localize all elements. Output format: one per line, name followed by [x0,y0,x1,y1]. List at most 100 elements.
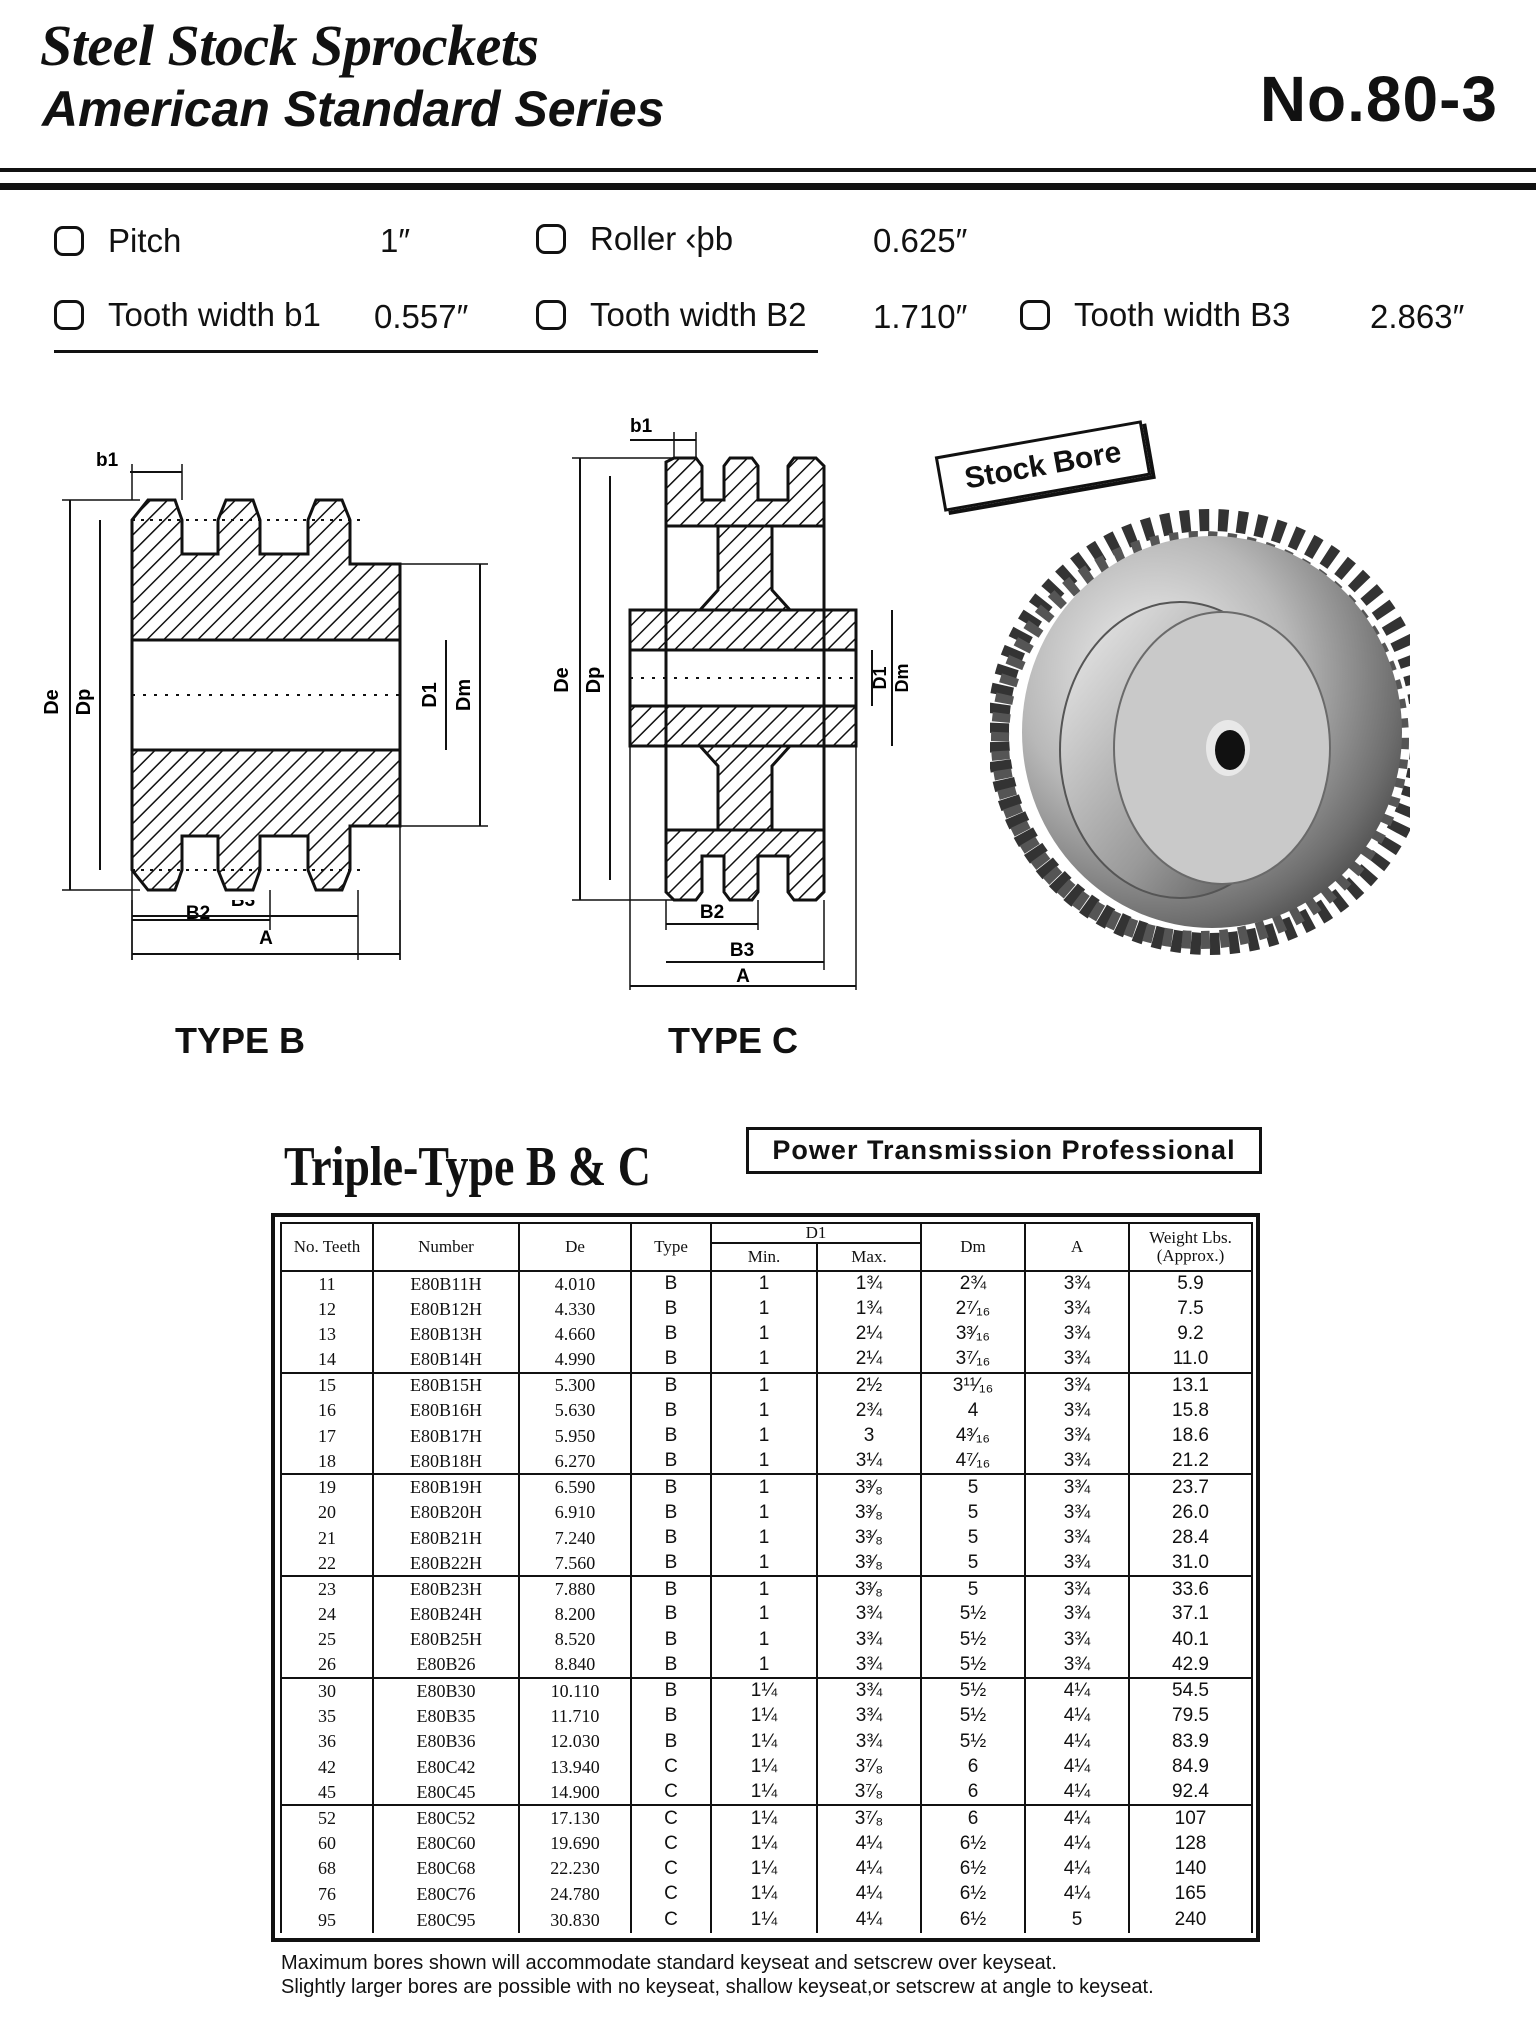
table-cell: 3¾ [816,1601,922,1628]
table-cell: 1¼ [710,1830,818,1857]
table-cell: 18 [280,1449,374,1476]
table-cell: 1 [710,1296,818,1322]
table-cell: 4⁷⁄₁₆ [920,1449,1026,1476]
table-cell: 7.560 [518,1550,632,1578]
table-cell: 7.240 [518,1525,632,1551]
table-cell: 4 [920,1398,1026,1424]
table-cell: 13 [280,1321,374,1348]
spec-b3: Tooth width B3 [1020,296,1290,334]
table-cell: 1 [710,1499,818,1526]
table-cell: C [630,1830,712,1857]
table-cell: E80B17H [372,1423,520,1450]
col-d1-max: Max. [816,1241,922,1272]
table-cell: B [630,1449,712,1476]
type-b-diagram: De Dp D1 Dm b1 B2 [41,450,488,960]
table-cell: 13.1 [1128,1372,1253,1399]
table-cell: 13.940 [518,1754,632,1780]
table-cell: 4¼ [1024,1830,1130,1857]
label-d1-c: D1 [870,666,890,689]
table-cell: 1¼ [710,1856,818,1882]
stock-bore-badge: Stock Bore [934,420,1152,512]
table-cell: 16 [280,1398,374,1424]
table-cell: 1 [710,1525,818,1551]
table-cell: E80B23H [372,1576,520,1602]
label-de-c: De [551,667,573,693]
company-box: Power Transmission Professional [746,1127,1262,1174]
table-cell: E80B21H [372,1525,520,1551]
table-cell: B [630,1423,712,1450]
label-b3-c: B3 [730,940,754,961]
table-cell: 3³⁄₈ [816,1499,922,1526]
table-cell: B [630,1321,712,1348]
table-cell: C [630,1779,712,1807]
table-cell: 3⁷⁄₈ [816,1779,922,1807]
table-cell: 3¾ [1024,1321,1130,1348]
spec-b2-value: 1.710″ [873,298,968,335]
table-cell: 1¼ [710,1754,818,1780]
table-cell: E80B19H [372,1474,520,1500]
table-cell: E80B35 [372,1703,520,1729]
table-cell: 6.270 [518,1449,632,1476]
table-cell: 31.0 [1128,1550,1253,1578]
table-cell: B [630,1627,712,1653]
table-cell: 24 [280,1601,374,1628]
table-cell: C [630,1881,712,1908]
table-cell: 4¼ [816,1856,922,1882]
header-rule-thin [0,168,1536,172]
table-cell: 3¾ [1024,1627,1130,1653]
label-b2-c: B2 [700,902,724,923]
table-cell: 30.830 [518,1907,632,1933]
table-cell: 5½ [920,1703,1026,1729]
table-cell: 3¾ [1024,1398,1130,1424]
table-cell: 3 [816,1423,922,1450]
table-cell: 10.110 [518,1678,632,1704]
table-cell: E80B25H [372,1627,520,1653]
table-cell: 15.8 [1128,1398,1253,1424]
table-cell: C [630,1754,712,1780]
spec-b3-value: 2.863″ [1370,298,1465,335]
table-cell: B [630,1499,712,1526]
table-cell: 165 [1128,1881,1253,1908]
table-cell: 26 [280,1652,374,1680]
table-cell: 3¾ [816,1678,922,1704]
table-cell: 4.990 [518,1347,632,1374]
table-cell: B [630,1576,712,1602]
table-cell: 5 [1024,1907,1130,1933]
table-cell: 3¾ [1024,1296,1130,1322]
spec-pitch-label: Pitch [108,222,182,259]
table-cell: 42 [280,1754,374,1780]
table-cell: 5½ [920,1652,1026,1680]
table-cell: 1¾ [816,1270,922,1297]
table-cell: 18.6 [1128,1423,1253,1450]
table-cell: 7.880 [518,1576,632,1602]
table-cell: 4.330 [518,1296,632,1322]
table-cell: 4¼ [1024,1881,1130,1908]
table-cell: B [630,1678,712,1704]
label-b1: b1 [96,450,119,471]
table-cell: E80B14H [372,1347,520,1374]
table-cell: 36 [280,1729,374,1755]
table-cell: 2⁷⁄₁₆ [920,1296,1026,1322]
table-cell: 26.0 [1128,1499,1253,1526]
table-cell: 1 [710,1627,818,1653]
table-cell: 3⁷⁄₈ [816,1754,922,1780]
table-cell: 95 [280,1907,374,1933]
col-de: De [518,1222,632,1272]
table-cell: 1 [710,1398,818,1424]
label-de: De [41,689,63,715]
table-cell: 79.5 [1128,1703,1253,1729]
table-cell: 3¾ [1024,1474,1130,1500]
table-cell: 3¾ [816,1627,922,1653]
table-cell: E80C76 [372,1881,520,1908]
